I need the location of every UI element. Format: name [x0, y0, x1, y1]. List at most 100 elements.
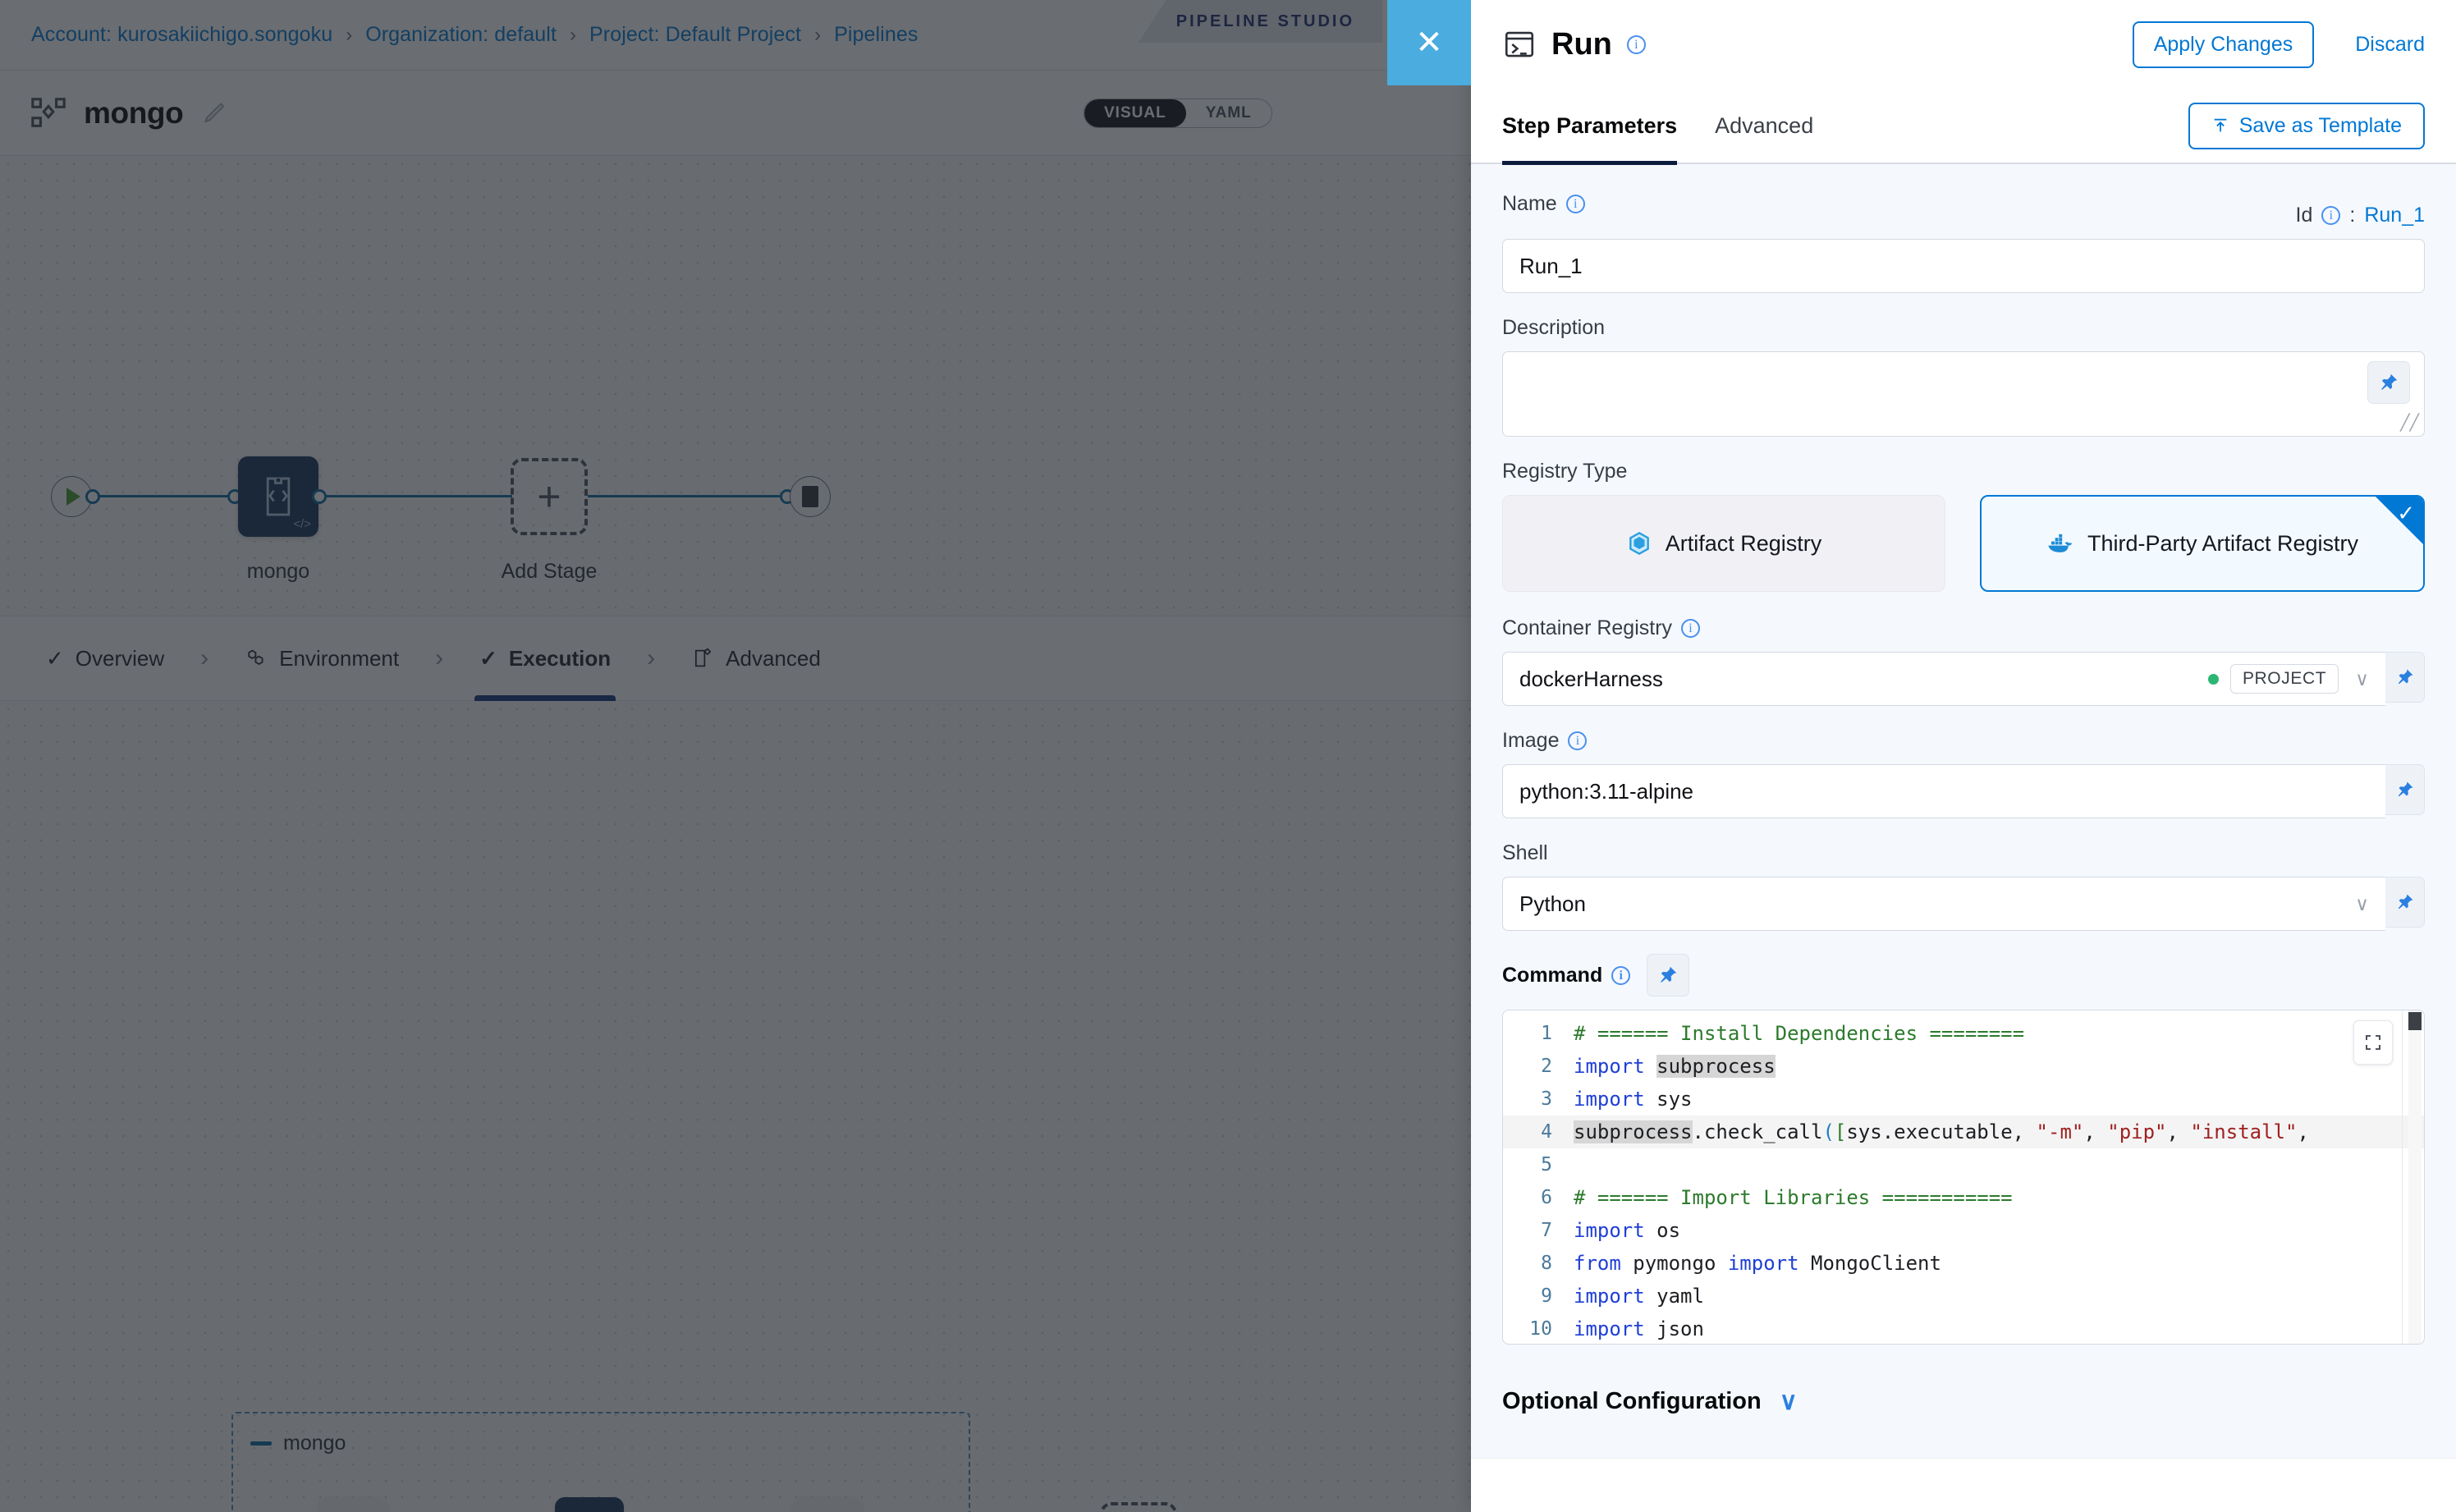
breadcrumb-separator-icon: ›: [570, 24, 576, 47]
name-input[interactable]: Run_1: [1502, 239, 2425, 293]
stage-node-mongo[interactable]: </>: [238, 456, 318, 537]
info-icon[interactable]: i: [1566, 195, 1585, 213]
stage-label-mongo: mongo: [247, 560, 309, 584]
info-icon[interactable]: i: [1627, 35, 1646, 54]
tab-advanced[interactable]: Advanced: [1715, 88, 1813, 163]
info-icon[interactable]: i: [1611, 966, 1630, 985]
save-as-template-button[interactable]: Save as Template: [2188, 103, 2425, 149]
close-panel-button[interactable]: ✕: [1387, 0, 1471, 85]
play-icon: [66, 488, 80, 506]
connector: [588, 495, 786, 497]
tab-advanced[interactable]: Advanced: [683, 616, 829, 701]
apply-changes-button[interactable]: Apply Changes: [2133, 21, 2315, 68]
code-line: 10import json: [1503, 1313, 2424, 1345]
check-icon: ✓: [479, 646, 497, 671]
stage-canvas[interactable]: </> mongo + Add Stage: [0, 156, 1471, 616]
step-node-run-2[interactable]: </>: [793, 1497, 862, 1512]
description-pin-button[interactable]: [2367, 361, 2410, 404]
hex-cluster-icon: [245, 647, 268, 670]
info-icon[interactable]: i: [2321, 206, 2340, 225]
breadcrumb: Account: kurosakiichigo.songoku › Organi…: [0, 0, 1471, 71]
code-line-number: 2: [1503, 1056, 1574, 1077]
optional-configuration-toggle[interactable]: Optional Configuration ∨: [1502, 1387, 2425, 1416]
id-value: Run_1: [2364, 204, 2425, 227]
edit-pencil-icon[interactable]: [201, 99, 229, 127]
pin-icon: [2395, 780, 2415, 800]
image-pin-button[interactable]: [2385, 764, 2425, 815]
resize-handle[interactable]: ╱╱: [2400, 414, 2419, 433]
chevron-down-icon: ∨: [1780, 1387, 1798, 1416]
panel-header: Run i Apply Changes Discard: [1471, 0, 2456, 89]
breadcrumb-item-pipelines[interactable]: Pipelines: [834, 23, 918, 47]
pipeline-end-node[interactable]: [790, 476, 831, 517]
code-line-content: # ====== Install Dependencies ========: [1574, 1022, 2024, 1045]
shell-pin-button[interactable]: [2385, 877, 2425, 928]
container-registry-pin-button[interactable]: [2385, 652, 2425, 703]
panel-body: Name i Id i : Run_1 Run_1 Description: [1471, 164, 2456, 1458]
breadcrumb-item-organization[interactable]: Organization: default: [365, 23, 557, 47]
tab-step-parameters[interactable]: Step Parameters: [1502, 88, 1677, 163]
step-node-gitclone-1[interactable]: </>: [318, 1497, 387, 1512]
code-line-number: 9: [1503, 1285, 1574, 1307]
step-id-display: Id i : Run_1: [2296, 204, 2425, 227]
name-label-row: Name i: [1502, 192, 1585, 216]
connector: [99, 495, 235, 497]
chevron-down-icon[interactable]: ∨: [2355, 668, 2369, 690]
stage-config-tabs[interactable]: ✓ Overview › Environment › ✓ Execution ›: [0, 616, 1471, 701]
info-icon[interactable]: i: [1681, 619, 1700, 638]
advanced-gear-icon: [691, 647, 714, 670]
editor-scrollbar-track[interactable]: [2408, 1010, 2422, 1344]
panel-title: Run: [1551, 27, 1612, 62]
code-line-number: 7: [1503, 1220, 1574, 1241]
shell-select[interactable]: Python ∨: [1502, 877, 2385, 931]
connector: [325, 495, 512, 497]
container-registry-select[interactable]: dockerHarness PROJECT ∨: [1502, 652, 2385, 706]
code-line: 2import subprocess: [1503, 1050, 2424, 1083]
step-group-label[interactable]: mongo: [250, 1432, 346, 1455]
tab-execution[interactable]: ✓ Execution: [471, 616, 619, 701]
shell-value: Python: [1519, 891, 1586, 917]
tab-environment[interactable]: Environment: [236, 616, 407, 701]
description-textarea[interactable]: [1502, 351, 2425, 437]
tab-separator-icon: ›: [647, 644, 655, 672]
tab-environment-label: Environment: [279, 646, 399, 671]
visual-yaml-toggle[interactable]: VISUAL YAML: [1084, 99, 1272, 128]
panel-tabs[interactable]: Step Parameters Advanced Save as Templat…: [1471, 89, 2456, 164]
pipeline-title-bar: mongo VISUAL YAML: [0, 71, 1471, 156]
command-code-editor[interactable]: 1# ====== Install Dependencies ========2…: [1502, 1010, 2425, 1345]
registry-option-third-party-artifact-registry[interactable]: Third-Party Artifact Registry ✓: [1980, 495, 2425, 592]
discard-button[interactable]: Discard: [2355, 33, 2425, 57]
plus-icon: +: [537, 476, 561, 517]
chevron-down-icon[interactable]: ∨: [2355, 893, 2369, 915]
info-icon[interactable]: i: [1568, 731, 1587, 750]
shell-label: Shell: [1502, 841, 2425, 865]
command-pin-button[interactable]: [1647, 954, 1689, 997]
code-line-content: import json: [1574, 1317, 1704, 1340]
command-block: Command i 1# ====== Install Dependencies…: [1502, 954, 2425, 1345]
registry-option-artifact-registry[interactable]: Artifact Registry: [1502, 495, 1945, 592]
container-registry-label-row: Container Registry i: [1502, 616, 2425, 640]
code-line: 3import sys: [1503, 1083, 2424, 1116]
add-stage-label: Add Stage: [502, 560, 598, 584]
toggle-yaml[interactable]: YAML: [1186, 99, 1272, 127]
registry-option-label: Artifact Registry: [1666, 531, 1822, 557]
code-line: 5: [1503, 1148, 2424, 1181]
breadcrumb-item-account[interactable]: Account: kurosakiichigo.songoku: [31, 23, 332, 47]
execution-canvas[interactable]: mongo </> GitClone_1: [0, 701, 1471, 1512]
image-input[interactable]: python:3.11-alpine: [1502, 764, 2385, 818]
artifact-registry-icon: [1626, 530, 1652, 557]
code-stage-icon: [260, 475, 296, 518]
toggle-visual[interactable]: VISUAL: [1084, 99, 1186, 127]
step-node-run-1[interactable]: </>: [555, 1497, 624, 1512]
collapse-icon[interactable]: [250, 1441, 272, 1446]
breadcrumb-item-project[interactable]: Project: Default Project: [589, 23, 801, 47]
expand-editor-button[interactable]: [2353, 1020, 2393, 1065]
add-step-button[interactable]: +: [1100, 1502, 1177, 1512]
upload-icon: [2211, 117, 2229, 135]
add-stage-button[interactable]: +: [511, 458, 588, 535]
image-label-row: Image i: [1502, 729, 2425, 753]
tab-overview[interactable]: ✓ Overview: [38, 616, 172, 701]
editor-scrollbar-thumb[interactable]: [2408, 1012, 2422, 1030]
terminal-icon: [1502, 27, 1537, 62]
